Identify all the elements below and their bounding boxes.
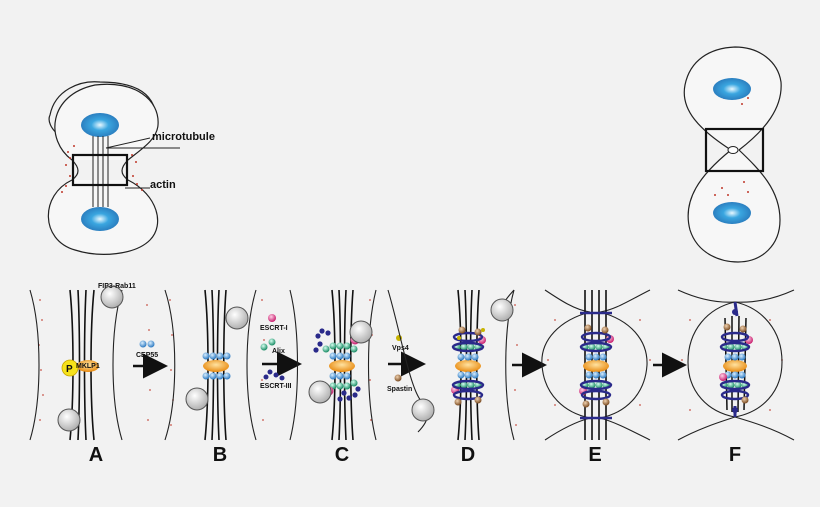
cep55-step: CEP55 [133, 340, 168, 379]
panel-label-e: E [588, 444, 601, 466]
midbody [727, 146, 739, 154]
nucleus-bottom [81, 207, 119, 231]
panel-b: B [164, 289, 257, 466]
panel-c: C [289, 289, 377, 466]
microtubule-label: microtubule [152, 131, 215, 143]
phosphate [61, 359, 79, 377]
vps4-spastin-step: Vps4 Spastin [387, 335, 426, 393]
alix-label: Alix [272, 348, 285, 355]
panel-e: E [541, 289, 651, 466]
panel-label-d: D [461, 444, 475, 466]
vesicle [57, 408, 81, 432]
panel-a: FIP3-Rab11 P MKLP1 A [29, 283, 136, 466]
fip3-label: FIP3-Rab11 [98, 283, 136, 290]
escrt1-label: ESCRT-I [260, 325, 288, 332]
spastin-label: Spastin [387, 386, 412, 393]
mklp1-disc [77, 360, 99, 372]
panel-label-c: C [335, 444, 349, 466]
panel-f: F [677, 289, 795, 466]
panel-label-f: F [729, 444, 741, 466]
dividing-cell-right [683, 46, 782, 263]
zoom-box [71, 153, 129, 187]
panel-d: D [387, 289, 515, 466]
p-label: P [66, 364, 73, 375]
nucleus-bottom-right [713, 202, 751, 224]
vps4-label: Vps4 [392, 345, 409, 352]
actin-bands [38, 299, 783, 426]
mklp1-label: MKLP1 [76, 363, 100, 370]
dividing-cell-left: microtubule actin [47, 81, 215, 255]
zoom-box-right [704, 127, 765, 173]
nucleus-top [81, 113, 119, 137]
cep55-label: CEP55 [136, 352, 158, 359]
vesicle [100, 285, 124, 309]
escrt3-label: ESCRT-III [260, 383, 292, 390]
escrt-step: ESCRT-I Alix ESCRT-III [260, 314, 302, 390]
nucleus-top-right [713, 78, 751, 100]
actin-dots [61, 145, 143, 193]
panel-label-a: A [89, 444, 103, 466]
actin-label: actin [150, 179, 176, 191]
panel-label-b: B [213, 444, 227, 466]
